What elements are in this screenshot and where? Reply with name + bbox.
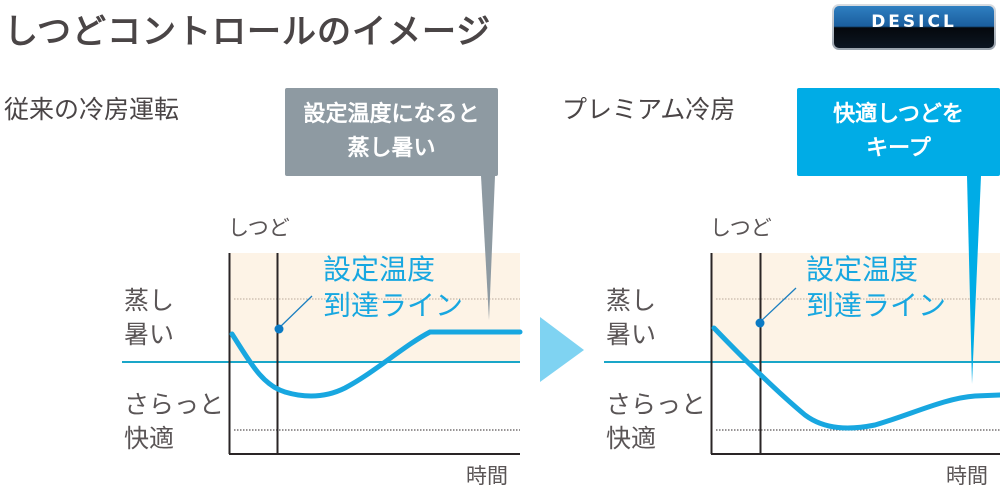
setpoint-annotation: 設定温度 到達ライン xyxy=(323,252,463,324)
setpoint-reached-dot xyxy=(274,324,284,334)
annotation-leader xyxy=(278,295,313,329)
x-axis-label: 時間 xyxy=(946,464,988,488)
y-level-comfort-line1: さらっと xyxy=(606,390,707,419)
y-level-comfort-line1: さらっと xyxy=(124,390,225,419)
section-label-premium: プレミアム冷房 xyxy=(562,95,736,124)
right-triangle-arrow-icon xyxy=(540,317,584,382)
y-axis-label: しつど xyxy=(710,216,772,240)
setpoint-reached-dot xyxy=(755,318,765,328)
y-level-comfort-line2: 快適 xyxy=(124,424,175,453)
y-level-humid-line2: 暑い xyxy=(124,320,175,349)
annotation-leader xyxy=(759,287,797,323)
setpoint-annotation-line1: 設定温度 xyxy=(806,253,919,286)
callout-pointer xyxy=(967,176,981,384)
desicl-logo: DESICL xyxy=(832,4,996,50)
y-axis-label: しつど xyxy=(228,216,290,240)
y-level-comfort: さらっと 快適 xyxy=(124,388,224,456)
chart-conventional xyxy=(122,176,523,455)
setpoint-annotation-line1: 設定温度 xyxy=(323,253,436,286)
setpoint-annotation-line2: 到達ライン xyxy=(323,289,464,322)
humidity-curve xyxy=(711,325,1000,431)
page-title: しつどコントロールのイメージ xyxy=(4,12,492,52)
x-axis-label: 時間 xyxy=(466,464,508,488)
y-level-humid-line2: 暑い xyxy=(606,320,657,349)
chart-premium xyxy=(604,176,1000,455)
y-level-comfort-line2: 快適 xyxy=(606,424,657,453)
callout-pointer xyxy=(481,176,495,320)
logo-badge: DESICL xyxy=(834,6,994,48)
y-level-humid-line1: 蒸し xyxy=(606,286,657,315)
y-level-comfort: さらっと 快適 xyxy=(606,388,706,456)
y-level-humid: 蒸し 暑い xyxy=(606,284,656,352)
y-level-humid: 蒸し 暑い xyxy=(124,284,174,352)
humidity-curve xyxy=(229,329,523,399)
setpoint-annotation-line2: 到達ライン xyxy=(806,289,947,322)
callout-conventional: 設定温度になると 蒸し暑い xyxy=(285,88,498,176)
callout-line-1: 設定温度になると xyxy=(303,102,480,127)
humid-zone-band xyxy=(711,253,1000,362)
callout-premium: 快適しつどを キープ xyxy=(797,88,1000,176)
section-label-conventional: 従来の冷房運転 xyxy=(4,95,180,124)
callout-line-2: キープ xyxy=(866,136,931,161)
y-level-humid-line1: 蒸し xyxy=(124,286,175,315)
callout-line-1: 快適しつどを xyxy=(833,102,964,127)
callout-line-2: 蒸し暑い xyxy=(347,136,436,161)
setpoint-annotation: 設定温度 到達ライン xyxy=(806,252,946,324)
logo-text: DESICL xyxy=(871,12,957,32)
